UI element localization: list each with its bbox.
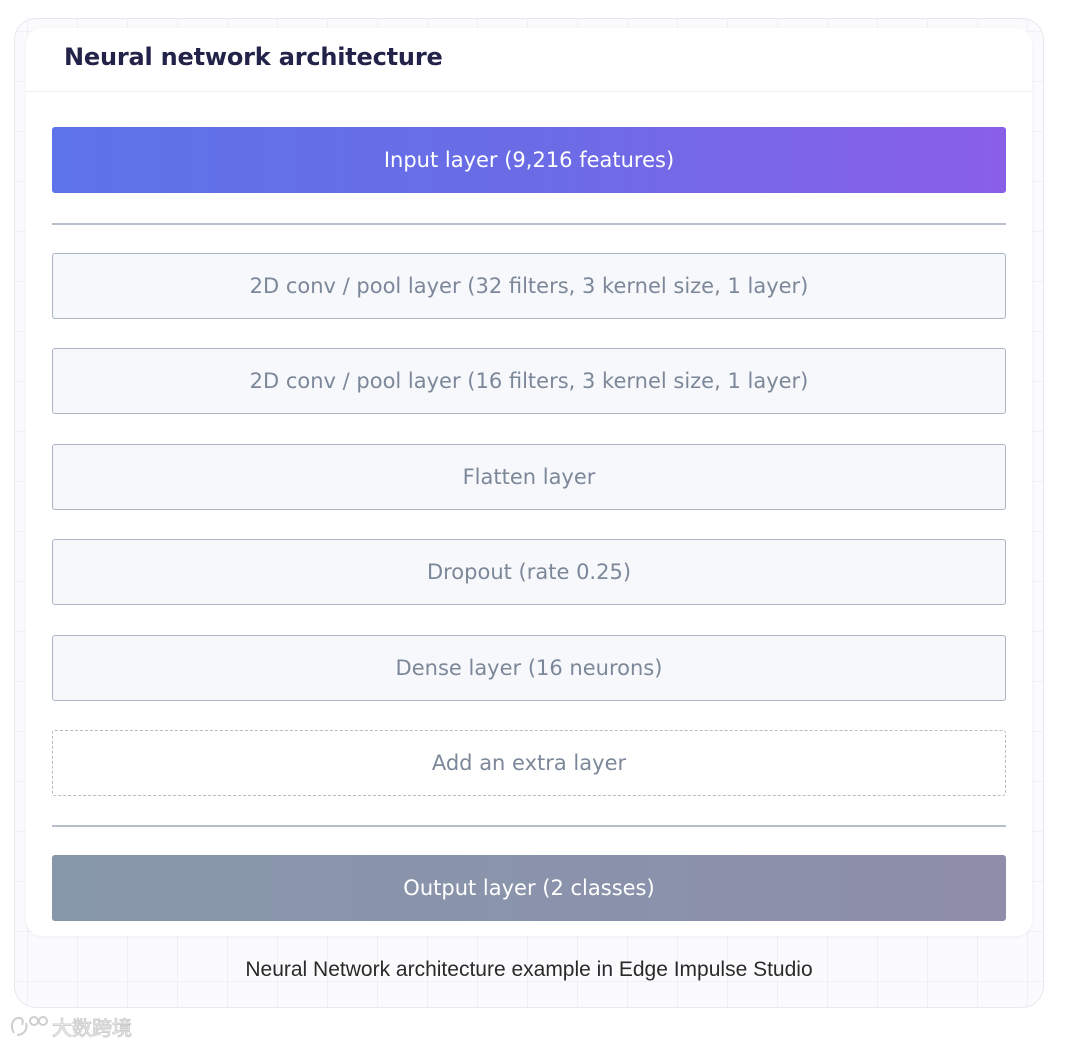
hidden-layer-label: 2D conv / pool layer (32 filters, 3 kern… [249, 274, 809, 298]
hidden-layer-conv-32[interactable]: 2D conv / pool layer (32 filters, 3 kern… [52, 253, 1006, 319]
divider-top [52, 223, 1006, 225]
input-layer[interactable]: Input layer (9,216 features) [52, 127, 1006, 193]
panel-header: Neural network architecture [26, 28, 1032, 92]
watermark-text: 大数跨境 [52, 1015, 133, 1040]
hidden-layer-label: 2D conv / pool layer (16 filters, 3 kern… [249, 369, 809, 393]
output-layer[interactable]: Output layer (2 classes) [52, 855, 1006, 921]
hidden-layer-dense[interactable]: Dense layer (16 neurons) [52, 635, 1006, 701]
architecture-panel: Neural network architecture Input layer … [26, 28, 1032, 936]
add-extra-layer-label: Add an extra layer [431, 751, 627, 775]
figure-caption: Neural Network architecture example in E… [245, 958, 813, 981]
panel-title: Neural network architecture [64, 43, 443, 71]
hidden-layer-dropout[interactable]: Dropout (rate 0.25) [52, 539, 1006, 605]
output-layer-label: Output layer (2 classes) [403, 876, 655, 900]
input-layer-label: Input layer (9,216 features) [383, 148, 675, 172]
hidden-layer-conv-16[interactable]: 2D conv / pool layer (16 filters, 3 kern… [52, 348, 1006, 414]
brand-logo-icon [10, 1016, 48, 1036]
hidden-layer-flatten[interactable]: Flatten layer [52, 444, 1006, 510]
hidden-layer-label: Dropout (rate 0.25) [426, 560, 632, 584]
hidden-layer-label: Flatten layer [462, 465, 596, 489]
divider-bottom [52, 825, 1006, 827]
watermark: 大数跨境 [8, 1012, 133, 1040]
hidden-layer-label: Dense layer (16 neurons) [395, 656, 663, 680]
add-extra-layer-button[interactable]: Add an extra layer [52, 730, 1006, 796]
